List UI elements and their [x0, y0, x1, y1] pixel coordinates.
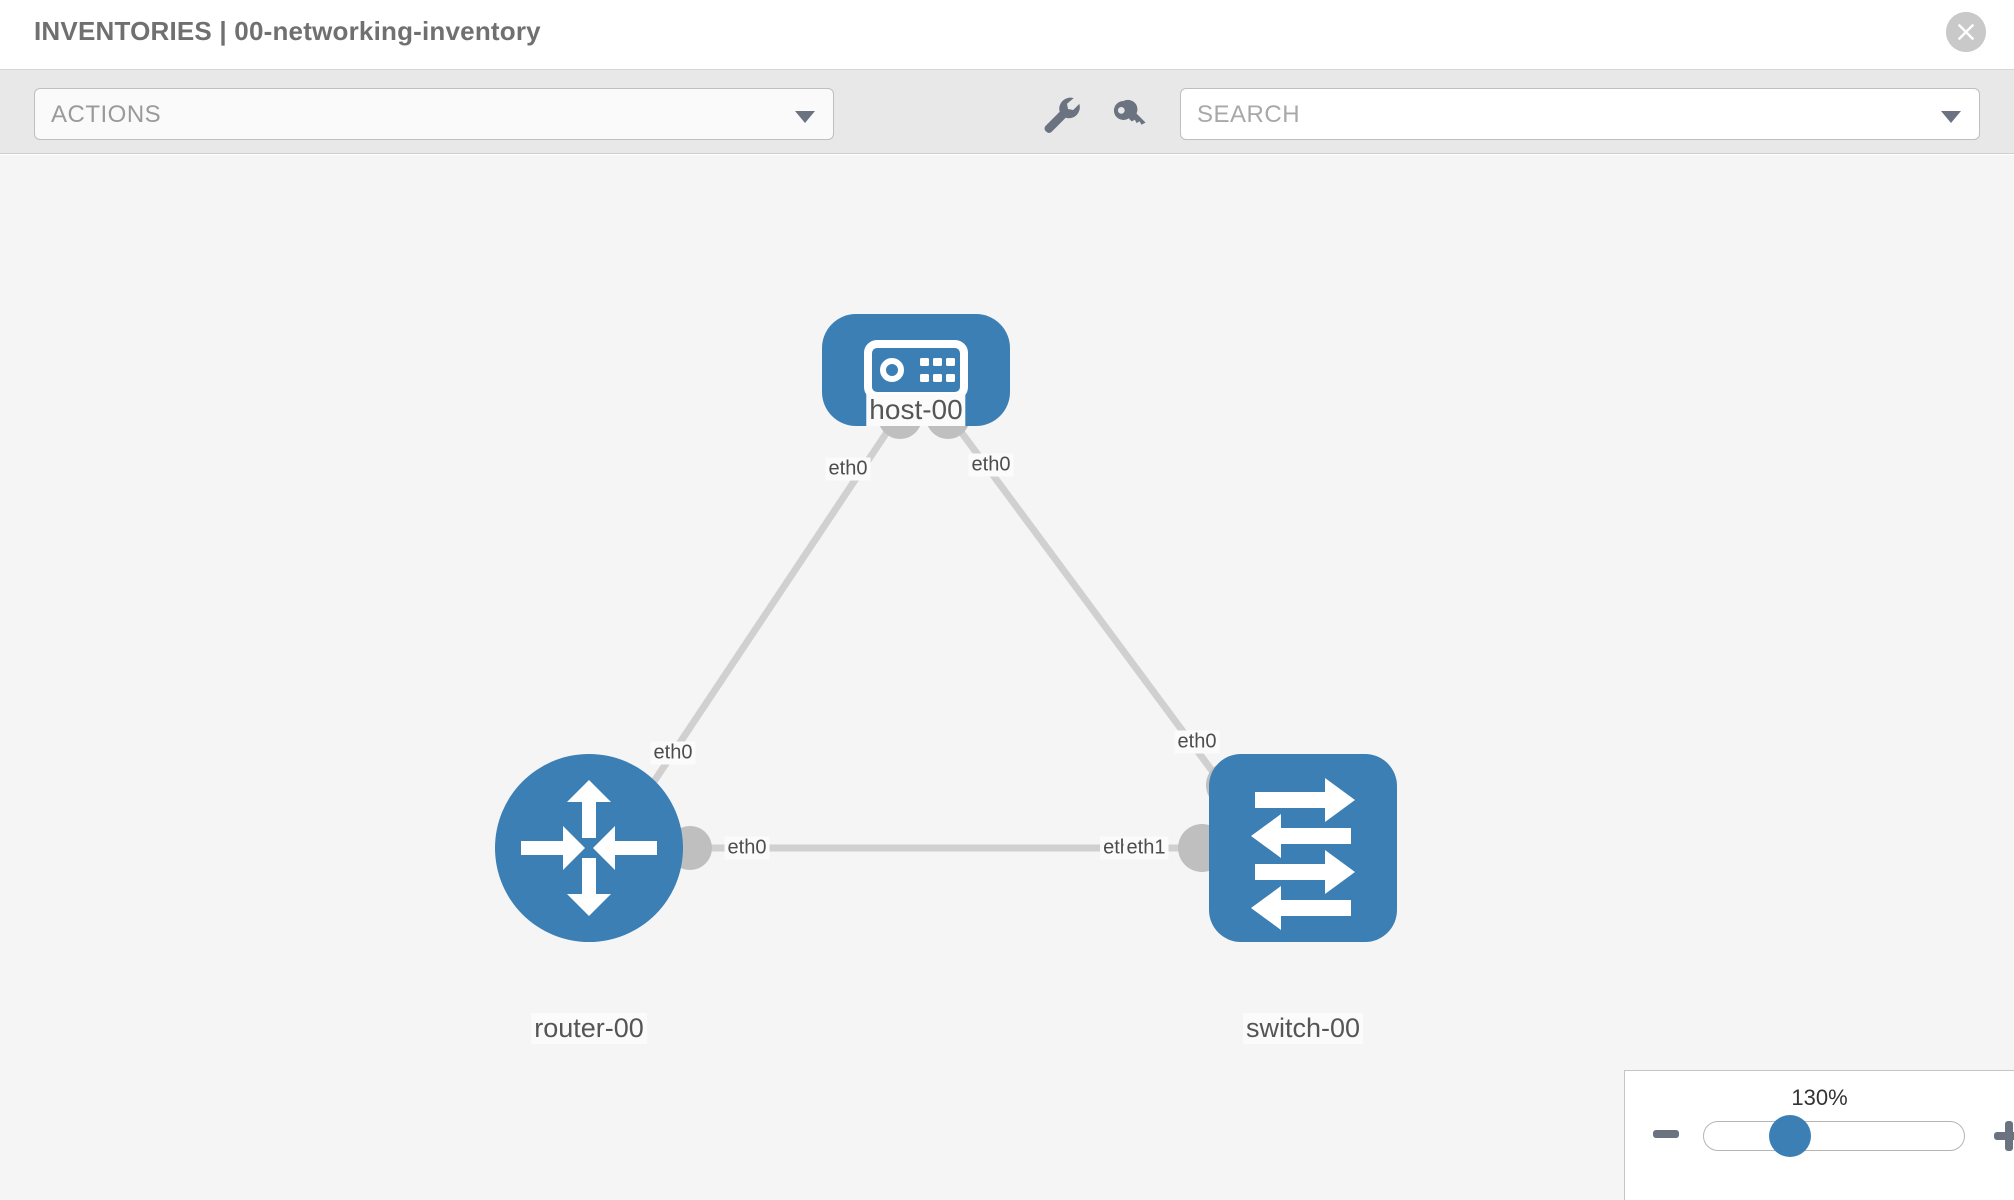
- actions-dropdown-label: ACTIONS: [51, 101, 162, 128]
- node-label-router-00: router-00: [531, 1013, 647, 1044]
- close-icon[interactable]: [1946, 12, 1986, 52]
- chevron-down-icon: [795, 111, 815, 123]
- topology-canvas[interactable]: host-00 router-00 switch-00 eth0 eth0 et…: [0, 155, 2014, 1200]
- edge-label-router-switch-src: eth0: [724, 836, 770, 860]
- key-icon[interactable]: [1106, 90, 1154, 138]
- search-input[interactable]: SEARCH: [1180, 88, 1980, 140]
- page-header: INVENTORIES | 00-networking-inventory: [0, 0, 2014, 70]
- zoom-slider-thumb[interactable]: [1769, 1115, 1811, 1157]
- toolbar: ACTIONS SEARCH: [0, 70, 2014, 154]
- zoom-control-panel: 130%: [1624, 1070, 2014, 1200]
- edge-label-host-router-src: eth0: [825, 457, 871, 481]
- wrench-icon[interactable]: [1036, 90, 1084, 138]
- node-router-00: [495, 754, 683, 942]
- node-label-host-00: host-00: [866, 394, 966, 426]
- breadcrumb: INVENTORIES | 00-networking-inventory: [34, 16, 541, 46]
- actions-dropdown[interactable]: ACTIONS: [34, 88, 834, 140]
- edge-label-host-switch-tgt: eth0: [1174, 730, 1220, 754]
- zoom-slider-track[interactable]: [1703, 1121, 1965, 1151]
- node-switch-00: [1209, 754, 1397, 942]
- zoom-level-label: 130%: [1791, 1085, 1848, 1110]
- edge-label-host-switch-src: eth0: [968, 453, 1014, 477]
- node-label-switch-00: switch-00: [1242, 1013, 1364, 1044]
- chevron-down-icon: [1941, 111, 1961, 123]
- edge-label-router-switch-tgt: eth1: [1123, 836, 1169, 860]
- search-placeholder: SEARCH: [1197, 101, 1301, 128]
- topology-links: [642, 414, 1233, 852]
- edge-label-host-router-tgt: eth0: [650, 741, 696, 765]
